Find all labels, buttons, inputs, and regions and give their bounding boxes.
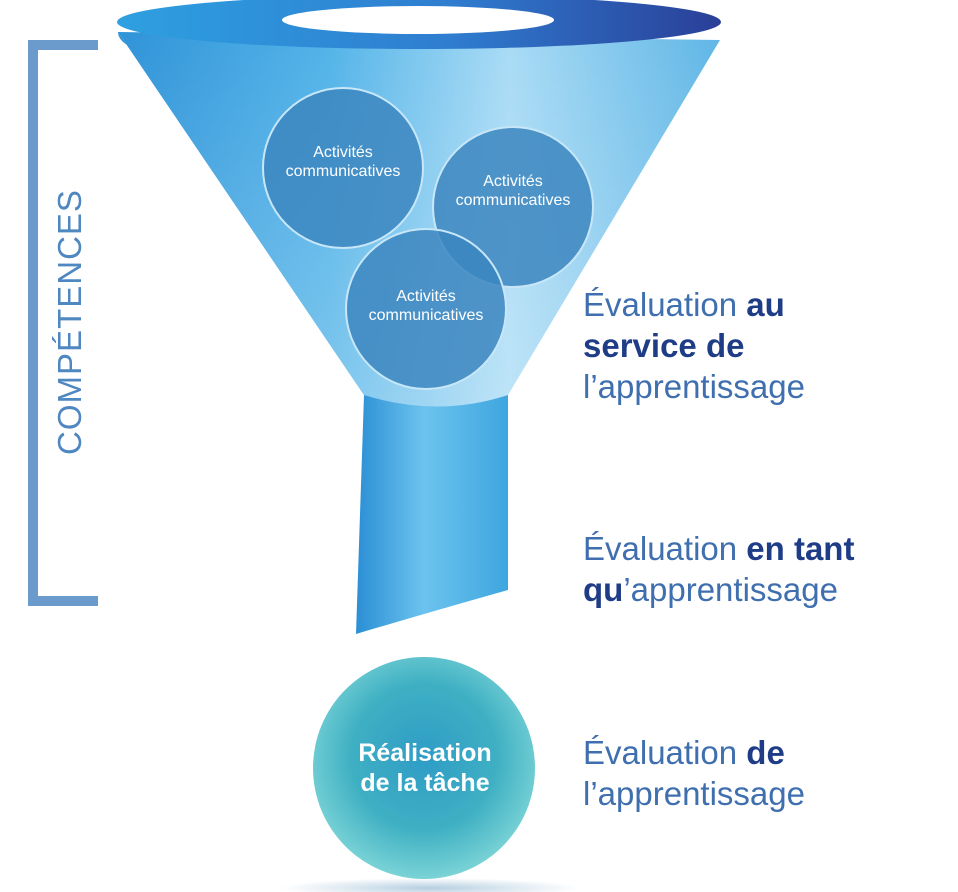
evaluation-2-bold: en tant [746, 530, 855, 567]
task-circle [313, 657, 535, 879]
evaluation-3-bold: de [746, 734, 785, 771]
evaluation-2-prefix: Évaluation [583, 530, 747, 567]
evaluation-2-bold-line2: qu [583, 571, 624, 608]
circle-label-line1: Activités [313, 144, 373, 161]
task-label-line1: Réalisation [358, 739, 492, 767]
evaluation-1: Évaluation au service de l’apprentissage [583, 284, 805, 407]
funnel-spout [356, 395, 508, 634]
task-shadow [280, 878, 580, 892]
evaluation-1-prefix: Évaluation [583, 286, 747, 323]
evaluation-3-suffix: l’apprentissage [583, 775, 805, 812]
activity-circle-3 [345, 228, 507, 390]
task-label: Réalisation de la tâche [358, 738, 491, 798]
evaluation-2: Évaluation en tant qu’apprentissage [583, 528, 854, 610]
evaluation-3: Évaluation de l’apprentissage [583, 732, 805, 814]
circle-label-line2: communicatives [285, 163, 401, 180]
funnel-opening [282, 6, 554, 34]
evaluation-1-bold-line2: service de [583, 327, 745, 364]
evaluation-3-prefix: Évaluation [583, 734, 747, 771]
evaluation-1-suffix: l’apprentissage [583, 368, 805, 405]
activity-circle-1 [262, 87, 424, 249]
evaluation-2-suffix: ’apprentissage [623, 571, 838, 608]
activity-circle-3-label: Activités communicatives [369, 287, 484, 325]
circle-label-line1: Activités [396, 288, 456, 305]
circle-label-line2: communicatives [455, 192, 571, 209]
task-label-line2: de la tâche [360, 769, 490, 797]
activity-circle-1-label: Activités communicatives [286, 143, 401, 181]
activity-circle-2-label: Activités communicatives [456, 172, 571, 210]
evaluation-1-bold: au [746, 286, 785, 323]
circle-label-line1: Activités [483, 173, 543, 190]
competences-bracket [28, 40, 98, 606]
circle-label-line2: communicatives [368, 307, 484, 324]
